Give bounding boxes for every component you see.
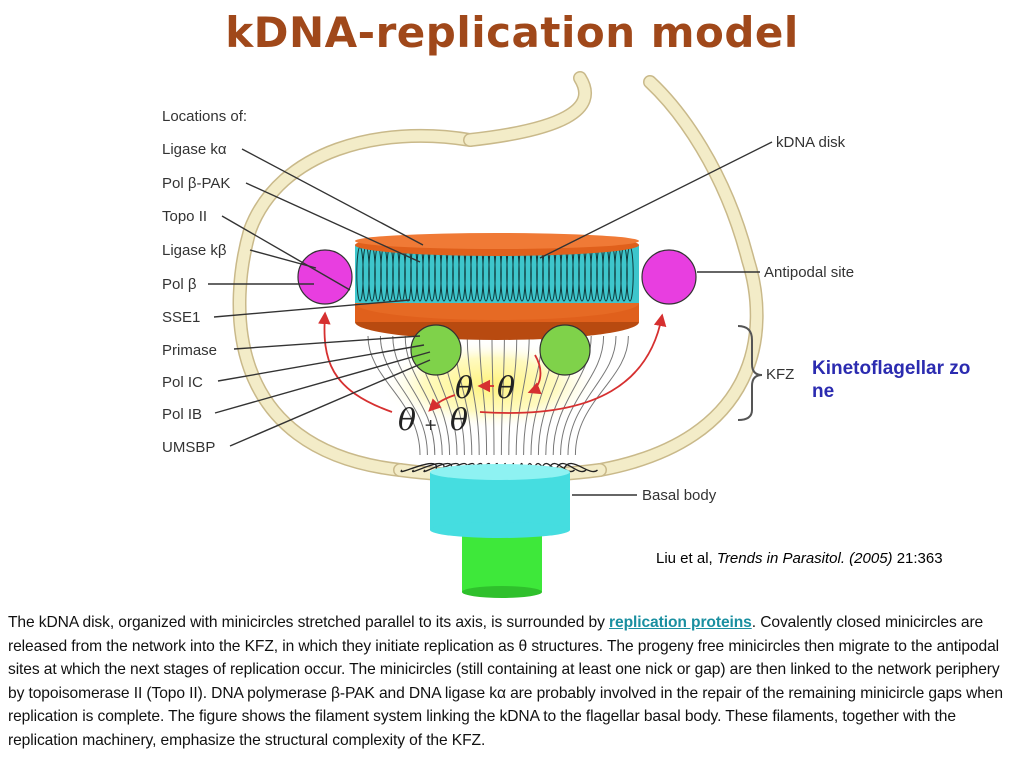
basal-body-label: Basal body <box>642 487 717 504</box>
antipodal-site-left <box>297 249 353 305</box>
filament <box>560 335 605 456</box>
filament <box>508 335 518 456</box>
kfz-protein-left <box>410 324 462 376</box>
kinetoflagellar-zone-note: Kinetoflagellar zone <box>812 358 971 402</box>
location-label: Pol β-PAK <box>162 175 230 192</box>
svg-text:θ: θ <box>455 371 473 406</box>
filament <box>466 335 480 456</box>
kdna-disk <box>355 233 639 340</box>
filament <box>367 335 421 456</box>
location-label: UMSBP <box>162 439 215 456</box>
filament <box>404 335 443 456</box>
filament <box>500 335 505 456</box>
svg-text:θ: θ <box>497 371 515 406</box>
migration-arrows <box>318 311 667 414</box>
filament <box>491 335 495 456</box>
location-label: Pol IC <box>162 374 203 391</box>
locations-heading: Locations of: <box>162 108 247 125</box>
replication-proteins-link[interactable]: replication proteins <box>609 614 752 631</box>
svg-text:θ: θ <box>398 403 416 438</box>
location-label: Ligase kβ <box>162 242 227 259</box>
figure-caption: The kDNA disk, organized with minicircle… <box>8 611 1014 753</box>
location-label: Topo II <box>162 208 207 225</box>
kfz-bracket <box>737 325 763 421</box>
filament <box>555 462 587 473</box>
caption-text: The kDNA disk, organized with minicircle… <box>8 614 610 631</box>
kdna-diagram: θ θ θ θ + Loc <box>162 71 854 598</box>
citation-authors: Liu et al, <box>656 550 713 567</box>
antipodal-site-right <box>641 249 697 305</box>
leader-lines <box>208 141 773 496</box>
location-labels: Locations of: Ligase kα Pol β-PAK Topo I… <box>162 108 247 456</box>
location-label: Ligase kα <box>162 141 227 158</box>
svg-text:θ: θ <box>450 403 468 438</box>
theta-structures: θ θ θ θ + <box>398 371 515 438</box>
location-label: Pol IB <box>162 406 202 423</box>
filament <box>567 335 617 456</box>
basal-body <box>430 464 570 598</box>
location-label: SSE1 <box>162 309 200 326</box>
filament <box>379 335 428 456</box>
svg-text:+: + <box>424 415 437 434</box>
citation-journal: Trends in Parasitol. (2005) <box>716 550 893 567</box>
citation: Liu et al, Trends in Parasitol. (2005) 2… <box>656 550 943 567</box>
antipodal-site-label: Antipodal site <box>764 264 854 281</box>
kfz-protein-right <box>539 324 591 376</box>
filament <box>574 335 629 456</box>
kfz-label: KFZ <box>766 366 794 383</box>
location-label: Pol β <box>162 276 197 293</box>
citation-ref: 21:363 <box>896 550 943 567</box>
location-label: Primase <box>162 342 217 359</box>
slide-title: kDNA-replication model <box>225 8 799 57</box>
kdna-disk-label: kDNA disk <box>776 134 846 151</box>
filament <box>400 462 437 473</box>
filament <box>515 335 530 456</box>
caption-text: . Covalently closed minicircles are rele… <box>8 614 1003 749</box>
filament <box>562 462 598 473</box>
filament <box>411 462 445 473</box>
